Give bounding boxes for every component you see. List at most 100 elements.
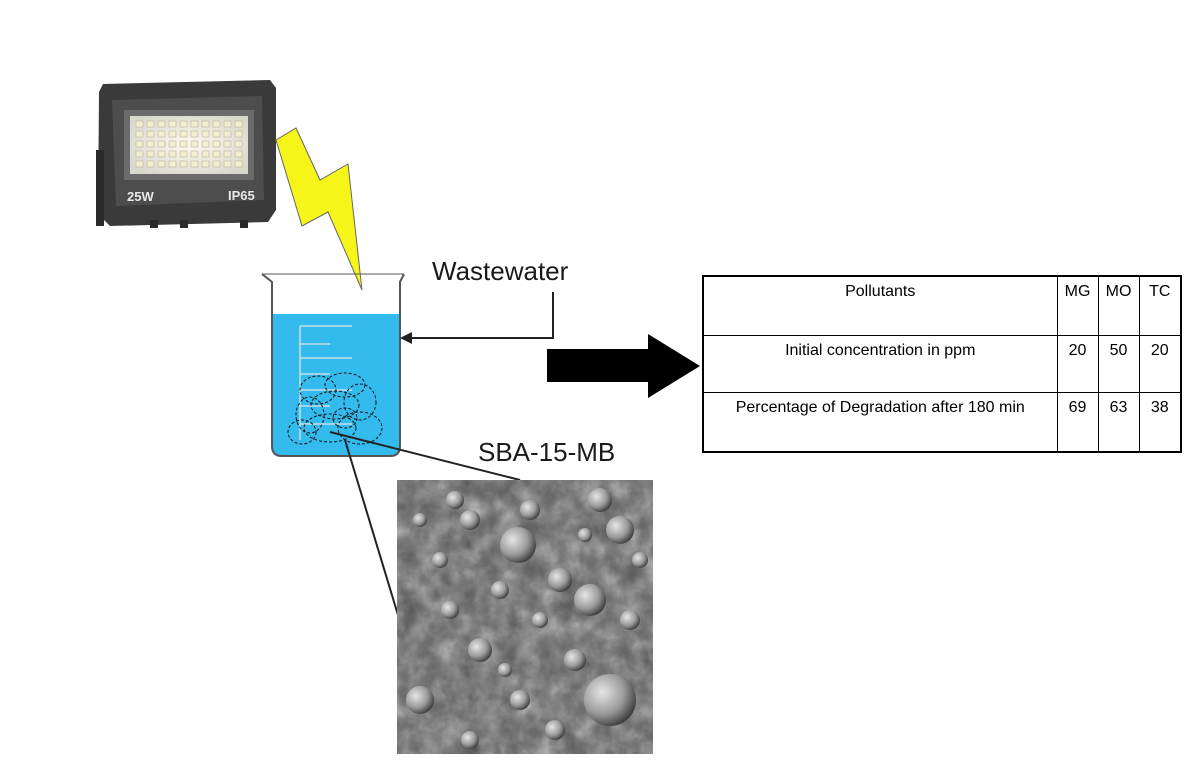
sem-particle bbox=[632, 552, 648, 568]
table-cell: 69 bbox=[1056, 392, 1099, 453]
sem-particle bbox=[406, 686, 434, 714]
led-chip bbox=[212, 160, 221, 168]
process-arrow bbox=[547, 334, 700, 398]
led-chip bbox=[223, 120, 232, 128]
beaker-graduations bbox=[299, 325, 352, 440]
table-cell: 20 bbox=[1056, 334, 1099, 394]
led-chip bbox=[201, 140, 210, 148]
wastewater-label: Wastewater bbox=[432, 256, 569, 286]
table-cell: MG bbox=[1056, 275, 1099, 336]
led-chip bbox=[146, 150, 155, 158]
sem-particle bbox=[532, 612, 548, 628]
callout-line bbox=[344, 439, 399, 616]
beaker bbox=[261, 273, 405, 457]
led-chip bbox=[212, 120, 221, 128]
led-chip bbox=[146, 120, 155, 128]
catalyst-label: SBA-15-MB bbox=[478, 437, 616, 467]
led-chip bbox=[234, 160, 243, 168]
sem-particle bbox=[510, 690, 530, 710]
sem-particle bbox=[574, 584, 606, 616]
catalyst-particles bbox=[287, 372, 383, 445]
led-chip bbox=[190, 120, 199, 128]
led-chip bbox=[234, 150, 243, 158]
led-chip bbox=[190, 160, 199, 168]
table-row: Initial concentration in ppm 20 50 20 bbox=[702, 334, 1182, 394]
led-chip bbox=[135, 160, 144, 168]
sem-particle bbox=[584, 674, 636, 726]
table-header-row: Pollutants MG MO TC bbox=[702, 275, 1182, 336]
led-chip bbox=[168, 140, 177, 148]
sem-particle bbox=[500, 527, 536, 563]
led-chip bbox=[234, 140, 243, 148]
led-chip bbox=[223, 130, 232, 138]
sem-particle bbox=[564, 649, 586, 671]
table-cell: 38 bbox=[1138, 392, 1182, 453]
sem-particle bbox=[461, 731, 479, 749]
sem-particle bbox=[460, 510, 480, 530]
light-bolt-icon bbox=[275, 127, 363, 291]
led-chip bbox=[201, 150, 210, 158]
lamp-rating-label: IP65 bbox=[228, 188, 255, 203]
led-chip bbox=[223, 140, 232, 148]
led-chip bbox=[157, 120, 166, 128]
led-chip bbox=[157, 160, 166, 168]
led-chip bbox=[223, 160, 232, 168]
led-chip bbox=[168, 120, 177, 128]
led-chip bbox=[168, 160, 177, 168]
table-cell: Percentage of Degradation after 180 min bbox=[702, 392, 1058, 453]
led-chip bbox=[135, 120, 144, 128]
sem-particle bbox=[588, 488, 612, 512]
led-chip bbox=[179, 150, 188, 158]
sem-particle bbox=[520, 500, 540, 520]
led-chip bbox=[179, 160, 188, 168]
table-cell: 50 bbox=[1097, 334, 1140, 394]
led-array bbox=[135, 120, 243, 168]
led-chip bbox=[201, 130, 210, 138]
led-chip bbox=[212, 150, 221, 158]
led-chip bbox=[157, 140, 166, 148]
led-chip bbox=[201, 160, 210, 168]
led-chip bbox=[201, 120, 210, 128]
sem-particle bbox=[498, 663, 512, 677]
sem-particle bbox=[606, 516, 634, 544]
table-cell: 20 bbox=[1138, 334, 1182, 394]
results-table: Pollutants MG MO TC Initial concentratio… bbox=[702, 275, 1182, 453]
sem-particle bbox=[441, 601, 459, 619]
sem-particle bbox=[413, 513, 427, 527]
led-chip bbox=[212, 140, 221, 148]
led-chip bbox=[135, 140, 144, 148]
table-cell: 63 bbox=[1097, 392, 1140, 453]
led-floodlight-icon bbox=[96, 80, 276, 228]
led-chip bbox=[157, 130, 166, 138]
table-cell: Initial concentration in ppm bbox=[702, 334, 1058, 394]
led-chip bbox=[179, 130, 188, 138]
led-chip bbox=[212, 130, 221, 138]
lamp-power-label: 25W bbox=[127, 189, 154, 204]
table-cell: TC bbox=[1138, 275, 1182, 336]
led-chip bbox=[190, 140, 199, 148]
table-row: Percentage of Degradation after 180 min … bbox=[702, 392, 1182, 453]
led-chip bbox=[168, 130, 177, 138]
led-chip bbox=[234, 130, 243, 138]
sem-particle bbox=[548, 568, 572, 592]
sem-particle bbox=[446, 491, 464, 509]
sem-micrograph bbox=[397, 480, 653, 754]
led-chip bbox=[135, 150, 144, 158]
sem-particle bbox=[468, 638, 492, 662]
table-cell: MO bbox=[1097, 275, 1140, 336]
sem-particle bbox=[491, 581, 509, 599]
led-chip bbox=[223, 150, 232, 158]
callout-line bbox=[329, 431, 521, 481]
sem-particle bbox=[620, 610, 640, 630]
led-chip bbox=[146, 130, 155, 138]
led-chip bbox=[234, 120, 243, 128]
led-chip bbox=[190, 150, 199, 158]
led-chip bbox=[135, 130, 144, 138]
sem-particle bbox=[432, 552, 448, 568]
led-chip bbox=[190, 130, 199, 138]
table-cell: Pollutants bbox=[702, 275, 1058, 336]
wastewater-inlet-arrow bbox=[400, 292, 554, 344]
sem-particle bbox=[545, 720, 565, 740]
led-chip bbox=[146, 140, 155, 148]
